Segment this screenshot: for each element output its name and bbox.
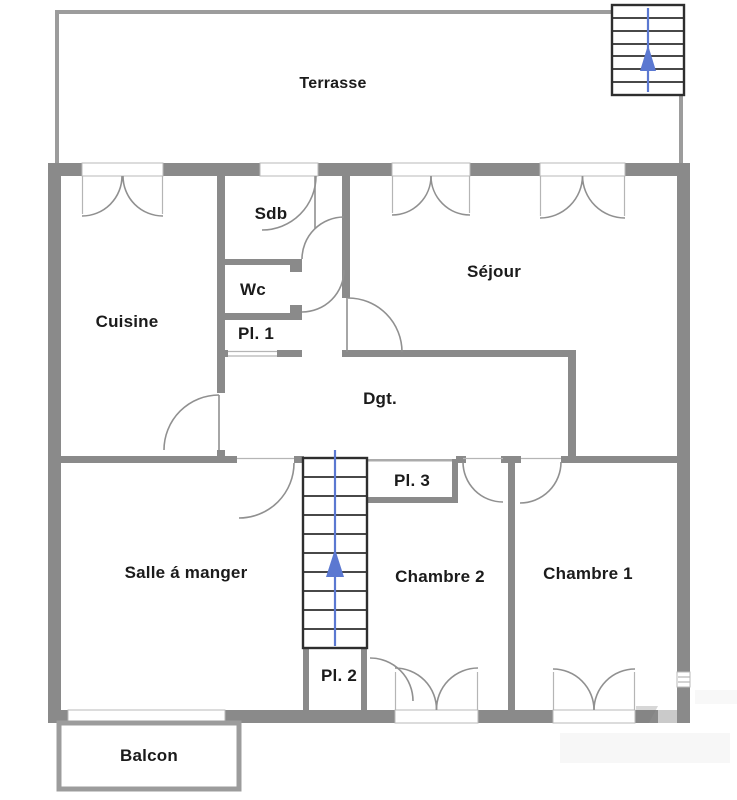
room-label-pl1: Pl. 1: [238, 324, 274, 343]
stair-up-arrow-icon: [326, 549, 344, 577]
window-chambre2: [394, 709, 479, 724]
room-label-dgt: Dgt.: [363, 389, 397, 408]
room-label-sejour: Séjour: [466, 262, 522, 281]
terrace-outline: [55, 10, 683, 163]
stair-up-arrow-icon: [640, 45, 656, 71]
room-label-balcon: Balcon: [120, 746, 178, 765]
room-label-chambre2: Chambre 2: [395, 567, 485, 586]
window-right-wall: [676, 671, 691, 688]
staircase-upper-right: [610, 3, 686, 97]
room-label-chambre1: Chambre 1: [543, 564, 633, 583]
door-arcs: [81, 175, 636, 711]
room-label-terrasse: Terrasse: [299, 75, 367, 92]
window-chambre1: [552, 709, 636, 724]
staircase-central: [301, 450, 369, 650]
room-label-wc: Wc: [240, 280, 266, 299]
room-label-salle-a-manger: Salle á manger: [124, 563, 248, 582]
room-label-pl3: Pl. 3: [394, 471, 430, 490]
room-label-sdb: Sdb: [254, 204, 288, 223]
room-label-pl2: Pl. 2: [321, 666, 357, 685]
interior-walls: [61, 176, 677, 710]
watermark: [560, 690, 737, 763]
window-sejour-right: [539, 162, 626, 177]
window-cuisine: [81, 162, 164, 177]
door-opening-sdb-top: [259, 162, 319, 177]
windows: [67, 162, 691, 724]
window-sejour-left: [391, 162, 471, 177]
balcony-outline: [56, 720, 242, 792]
outer-walls: [48, 163, 690, 723]
room-label-cuisine: Cuisine: [95, 312, 159, 331]
